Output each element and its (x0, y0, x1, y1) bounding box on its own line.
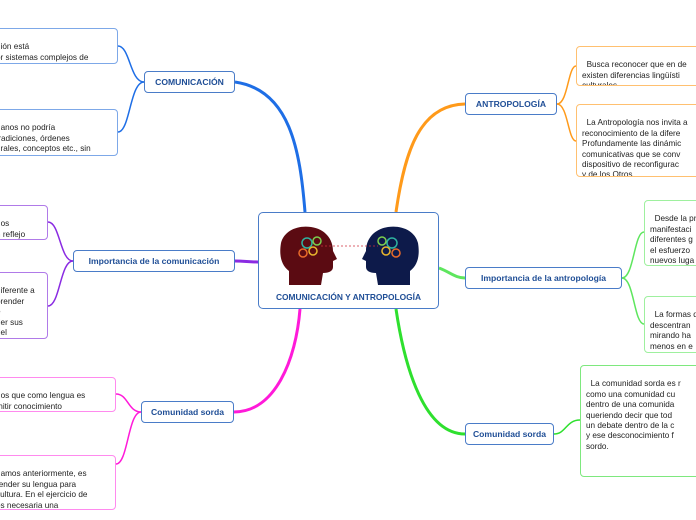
topic-antropologia-label: ANTROPOLOGÍA (475, 99, 547, 109)
left-spiral-4 (298, 248, 308, 258)
note-comunidad-left-1[interactable]: os que como lengua es mitir conocimiento… (0, 377, 116, 412)
topic-importancia-antropologia[interactable]: Importancia de la antropología (465, 267, 622, 289)
note-antropologia-2[interactable]: La Antropología nos invita a reconocimie… (576, 104, 696, 177)
right-spiral-1 (386, 237, 398, 249)
topic-comunicacion[interactable]: COMUNICACIÓN (144, 71, 235, 93)
sub-ia2 (621, 277, 645, 325)
note-comunicacion-1[interactable]: ión está or sistemas complejos de (0, 28, 118, 64)
topic-comunidad-sorda-right[interactable]: Comunidad sorda (465, 423, 554, 445)
note-importancia-ant-1-text: Desde la pr manifestaci diferentes g el … (650, 214, 696, 266)
topic-importancia-comunicacion[interactable]: Importancia de la comunicación (73, 250, 235, 272)
topic-comunidad-sorda-left[interactable]: Comunidad sorda (141, 401, 234, 423)
note-comunidad-left-2[interactable]: amos anteriormente, es render su lengua … (0, 455, 116, 510)
branch-comunidad-left (233, 308, 302, 414)
topic-comunidad-sorda-right-label: Comunidad sorda (472, 429, 547, 439)
sub-cs2 (115, 411, 142, 465)
note-importancia-ant-1[interactable]: Desde la pr manifestaci diferentes g el … (644, 200, 696, 266)
note-comunicacion-2[interactable]: anos no podría tradiciones, órdenes ural… (0, 109, 118, 156)
right-spiral-3 (381, 246, 391, 256)
central-topic[interactable]: COMUNICACIÓN Y ANTROPOLOGÍA (258, 212, 439, 309)
right-spiral-2 (377, 236, 387, 246)
topic-importancia-comunicacion-label: Importancia de la comunicación (88, 256, 220, 266)
left-spiral-1 (301, 237, 313, 249)
sub-ant1 (556, 65, 577, 105)
sub-com1 (117, 45, 145, 83)
note-antropologia-1-text: Busca reconocer que en de existen difere… (582, 60, 687, 86)
note-importancia-com-1-text: os n reflejo (0, 219, 26, 239)
sub-cs1 (115, 393, 142, 413)
note-comunicacion-2-text: anos no podría tradiciones, órdenes ural… (0, 123, 91, 155)
note-comunidad-right-1[interactable]: La comunidad sorda es r como una comunid… (580, 365, 696, 477)
note-importancia-com-2-text: iferente a prender e der sus del (0, 286, 35, 338)
sub-ant2 (556, 103, 577, 142)
note-importancia-com-2[interactable]: iferente a prender e der sus del (0, 272, 48, 339)
right-head-silhouette (362, 226, 419, 285)
sub-ia1 (621, 231, 645, 279)
note-comunidad-right-1-text: La comunidad sorda es r como una comunid… (586, 379, 681, 451)
two-heads-illustration (280, 226, 419, 285)
note-importancia-com-1[interactable]: os n reflejo (0, 205, 48, 240)
note-importancia-ant-2[interactable]: La formas d descentran mirando ha menos … (644, 296, 696, 353)
sub-com2 (117, 81, 145, 133)
note-comunicacion-1-text: ión está or sistemas complejos de (0, 42, 89, 62)
topic-antropologia[interactable]: ANTROPOLOGÍA (465, 93, 557, 115)
topic-comunicacion-label: COMUNICACIÓN (155, 77, 224, 87)
note-antropologia-1[interactable]: Busca reconocer que en de existen difere… (576, 46, 696, 86)
branch-importancia-ant (438, 266, 466, 280)
branch-antropologia (394, 102, 466, 213)
central-title: COMUNICACIÓN Y ANTROPOLOGÍA (275, 292, 421, 302)
branch-comunidad-right (394, 308, 466, 436)
note-antropologia-2-text: La Antropología nos invita a reconocimie… (582, 118, 688, 177)
left-spiral-3 (308, 246, 318, 256)
note-comunidad-left-1-text: os que como lengua es mitir conocimiento… (0, 391, 86, 411)
sub-imp1 (47, 221, 74, 262)
branch-comunicacion (234, 80, 307, 213)
note-comunidad-left-2-text: amos anteriormente, es render su lengua … (0, 469, 88, 510)
left-head-silhouette (280, 226, 337, 285)
topic-importancia-antropologia-label: Importancia de la antropología (480, 273, 607, 283)
branch-importancia-com (234, 259, 259, 264)
topic-comunidad-sorda-left-label: Comunidad sorda (150, 407, 225, 417)
sub-cr1 (553, 419, 581, 435)
left-spiral-2 (312, 236, 322, 246)
note-importancia-ant-2-text: La formas d descentran mirando ha menos … (650, 310, 696, 351)
right-spiral-4 (391, 248, 401, 258)
sub-imp2 (47, 260, 74, 307)
